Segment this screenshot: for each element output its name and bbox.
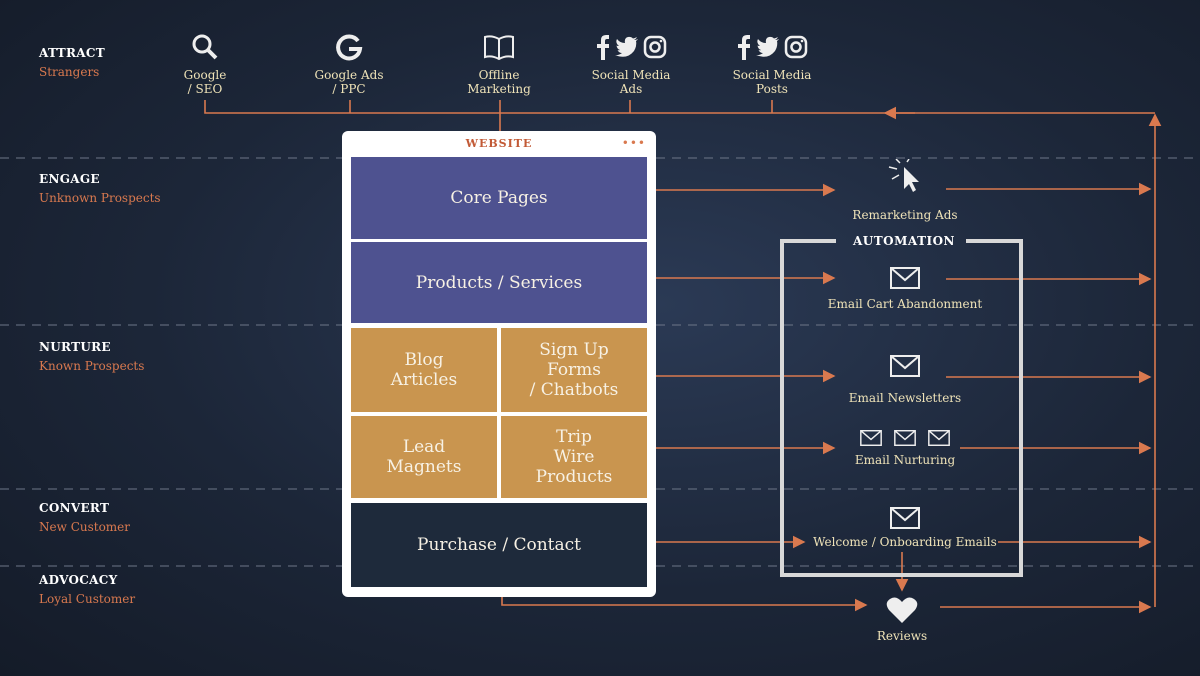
trip-line2: Wire [553,447,595,467]
stage-attract: ATTRACT Strangers [39,46,105,79]
source-bus-line [204,100,1155,114]
search-icon [150,32,260,62]
purchase-contact-block: Purchase / Contact [351,503,647,587]
heart-icon [850,594,954,626]
social-icons [717,32,827,62]
trip-line1: Trip [556,427,592,447]
blog-line1: Blog [404,350,444,370]
welcome-emails-node: Welcome / Onboarding Emails [800,502,1010,549]
core-pages-block: Core Pages [351,157,647,239]
email-newsletters-node: Email Newsletters [810,350,1000,405]
stage-engage: ENGAGE Unknown Prospects [39,172,161,205]
email-newsletters-label: Email Newsletters [848,391,962,405]
stage-subtitle: Known Prospects [39,359,145,373]
products-services-block: Products / Services [351,242,647,323]
cursor-click-icon [820,159,990,192]
blog-line2: Articles [390,370,458,390]
stage-title: ENGAGE [39,172,100,186]
envelope-icon [800,502,1010,534]
remarketing-ads-node: Remarketing Ads [820,159,990,222]
source-label-line1: Social Media [591,68,671,82]
envelopes-icon [810,422,1000,454]
stage-title: ADVOCACY [39,573,118,587]
products-services-label: Products / Services [415,272,583,293]
source-label-line2: Ads [619,82,643,96]
instagram-icon [643,35,667,59]
social-icons [576,32,686,62]
menu-dots-icon: ••• [621,136,646,150]
email-nurturing-label: Email Nurturing [854,453,956,467]
stage-nurture: NURTURE Known Prospects [39,340,144,373]
source-label-line1: Offline [478,68,520,82]
stage-subtitle: Loyal Customer [39,592,136,606]
facebook-icon [738,35,750,60]
signup-line3: / Chatbots [529,380,619,400]
lead-line2: Magnets [386,457,462,477]
trip-line3: Products [535,467,613,487]
source-label-line2: / SEO [187,82,223,96]
stage-title: NURTURE [39,340,111,354]
website-frame: WEBSITE ••• Core Pages Products / Servic… [342,131,656,597]
stage-subtitle: Strangers [39,65,100,79]
source-label-line2: / PPC [332,82,366,96]
twitter-icon [756,36,779,57]
source-label-line1: Google Ads [314,68,384,82]
lead-line1: Lead [402,437,446,457]
source-label-line2: Posts [756,82,788,96]
stage-subtitle: Unknown Prospects [39,191,161,205]
signup-line2: Forms [546,360,602,380]
email-cart-label: Email Cart Abandonment [827,297,983,311]
source-google-ads: Google Ads/ PPC [294,32,404,96]
website-title: WEBSITE [465,137,533,150]
core-pages-label: Core Pages [450,188,548,208]
source-label-line1: Google [183,68,227,82]
twitter-icon [615,36,638,57]
welcome-emails-label: Welcome / Onboarding Emails [813,535,997,549]
facebook-icon [597,35,609,60]
stage-title: ATTRACT [39,46,105,60]
envelope-icon [810,262,1000,294]
instagram-icon [784,35,808,59]
stage-advocacy: ADVOCACY Loyal Customer [39,573,135,606]
reviews-label: Reviews [876,629,928,643]
email-nurturing-node: Email Nurturing [810,422,1000,467]
source-label-line1: Social Media [732,68,812,82]
stage-title: CONVERT [39,501,110,515]
source-label-line2: Marketing [467,82,531,96]
reviews-node: Reviews [850,594,954,643]
book-icon [444,32,554,62]
remarketing-label: Remarketing Ads [852,208,958,222]
stage-convert: CONVERT New Customer [39,501,130,534]
purchase-contact-label: Purchase / Contact [417,535,581,555]
envelope-icon [810,350,1000,382]
automation-title: AUTOMATION [852,234,956,248]
google-icon [294,32,404,62]
email-cart-node: Email Cart Abandonment [810,262,1000,311]
source-google-seo: Google/ SEO [150,32,260,96]
signup-line1: Sign Up [539,340,609,360]
stage-subtitle: New Customer [39,520,131,534]
